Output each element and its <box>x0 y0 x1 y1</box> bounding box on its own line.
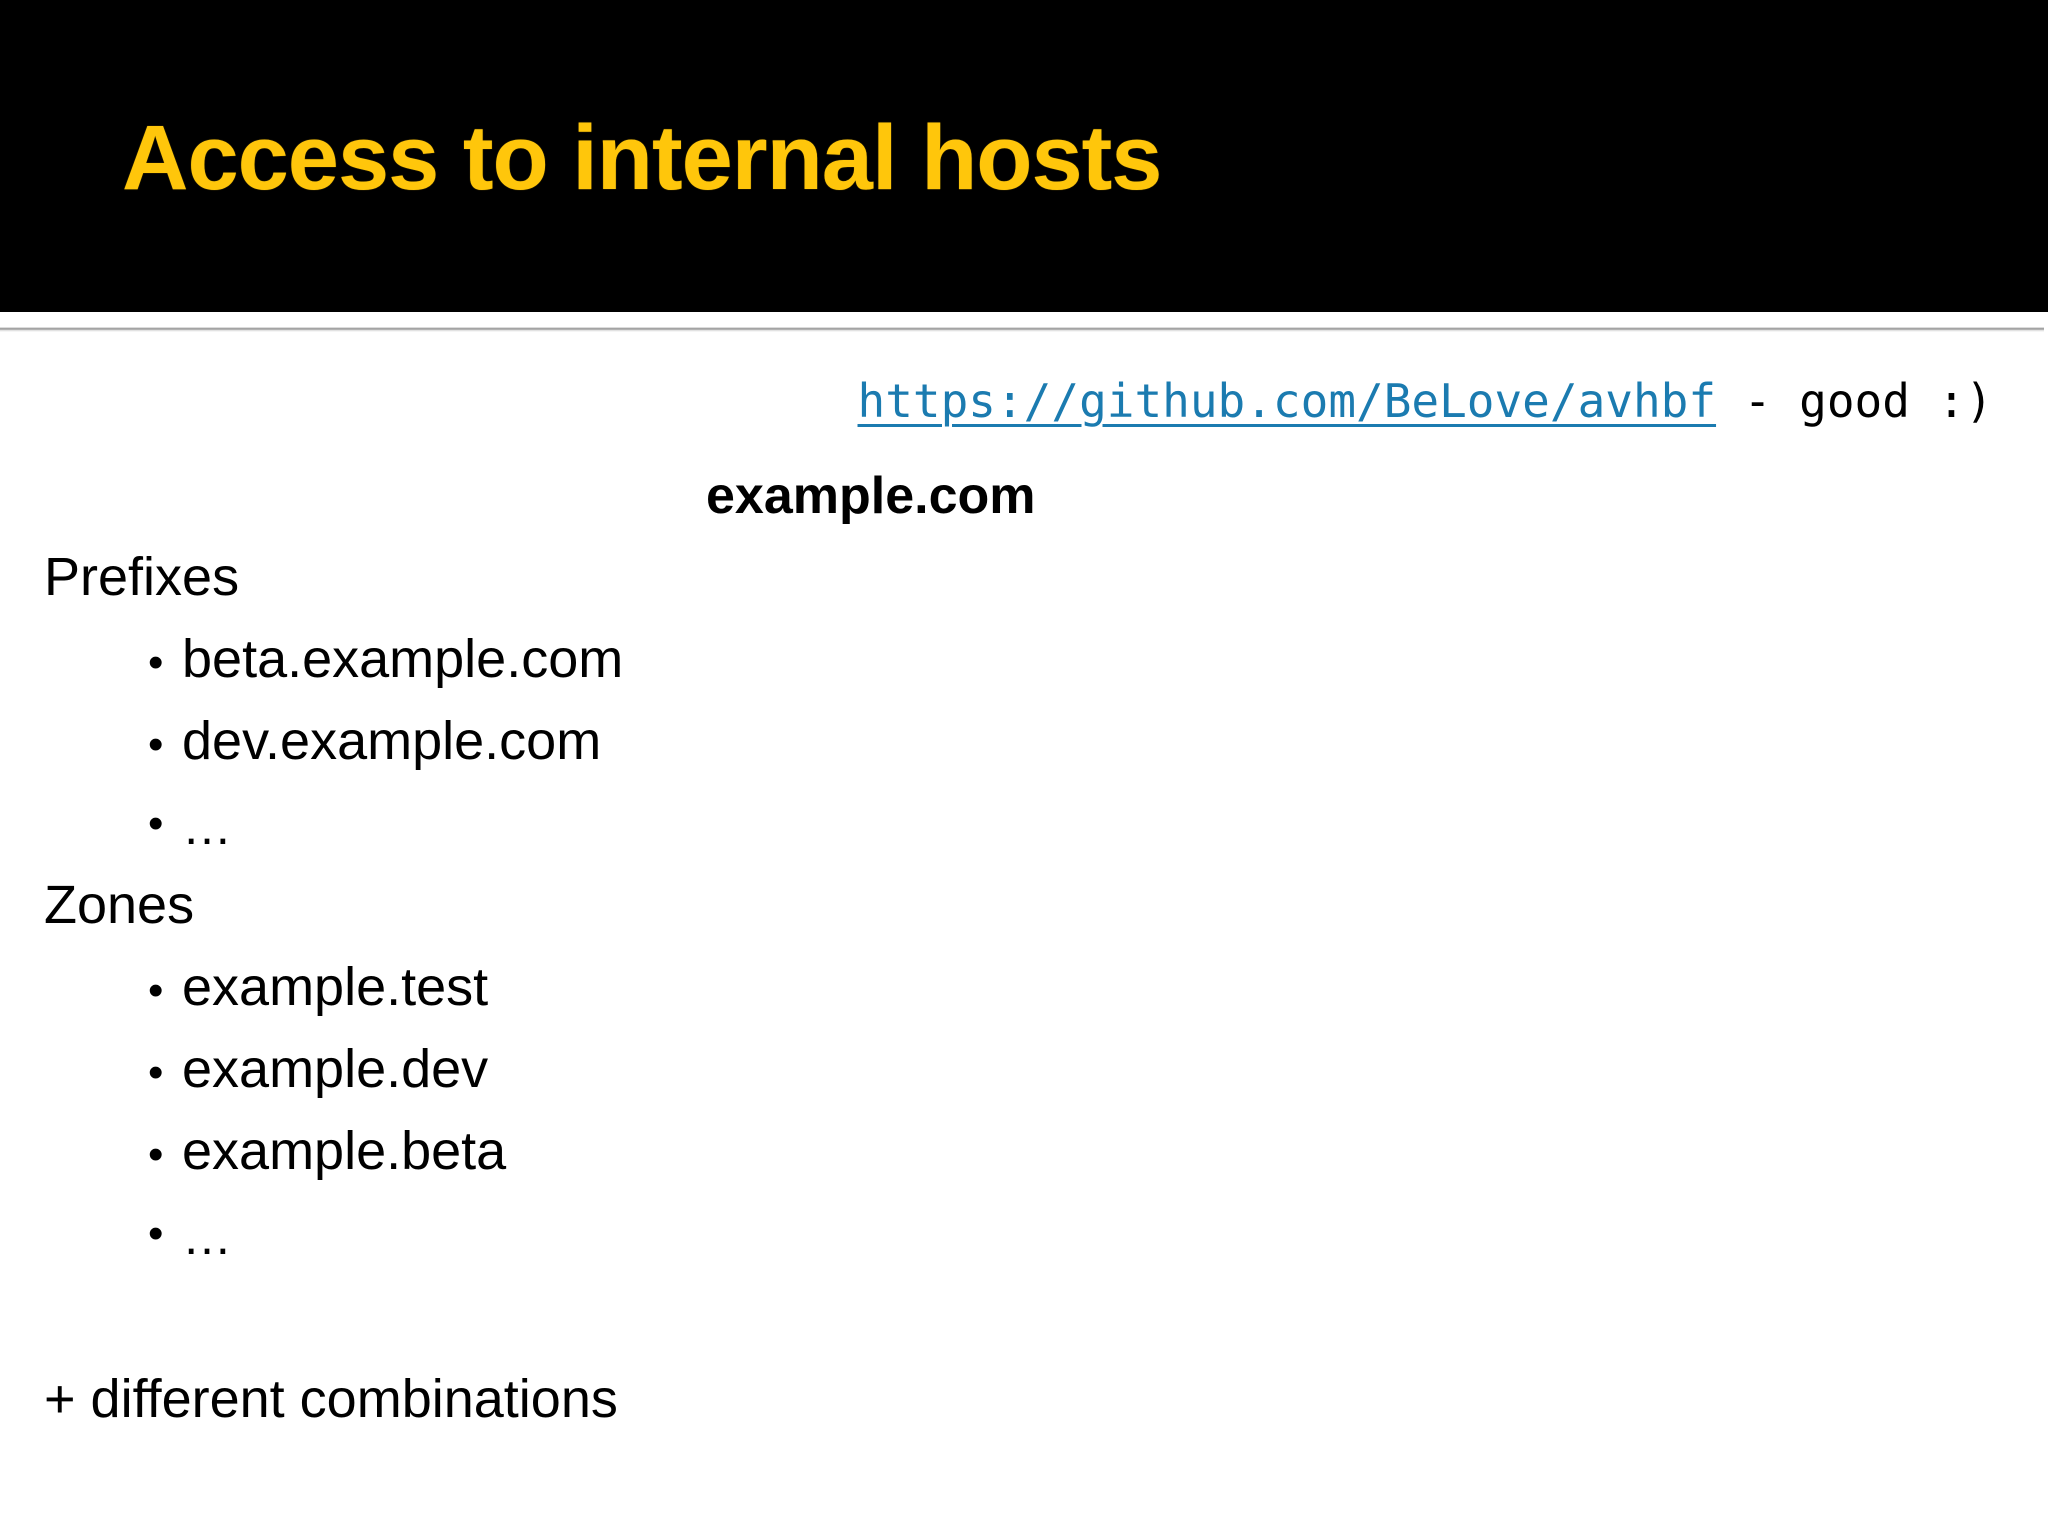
header-divider <box>0 327 2044 332</box>
list-item-label: … <box>182 1209 232 1265</box>
bullet-dot-icon: • <box>148 966 164 1015</box>
list-item: • … <box>148 796 623 878</box>
bullet-dot-icon: • <box>148 1048 164 1097</box>
reference-suffix-text: - good :) <box>1716 374 1993 428</box>
list-item: • dev.example.com <box>148 714 623 796</box>
list-item-label: example.beta <box>182 1121 507 1181</box>
example-domain-heading: example.com <box>706 467 1036 525</box>
slide-body: https://github.com/BeLove/avhbf - good :… <box>0 332 2048 1536</box>
list-item-label: example.dev <box>182 1039 489 1099</box>
bullet-list-zones: • example.test • example.dev • example.b… <box>148 960 506 1288</box>
list-item-label: example.test <box>182 957 489 1017</box>
bullet-list-prefixes: • beta.example.com • dev.example.com • … <box>148 632 623 878</box>
list-item-label: beta.example.com <box>182 629 624 689</box>
list-item: • … <box>148 1206 506 1288</box>
page-title: Access to internal hosts <box>122 107 1162 209</box>
bullet-dot-icon: • <box>148 638 164 687</box>
list-item-label: … <box>182 799 232 855</box>
slide-header-band: Access to internal hosts <box>0 0 2048 312</box>
footer-note: + different combinations <box>44 1369 618 1429</box>
list-item: • example.beta <box>148 1124 506 1206</box>
list-item: • example.test <box>148 960 506 1042</box>
reference-line: https://github.com/BeLove/avhbf - good :… <box>858 378 1993 424</box>
github-repo-link[interactable]: https://github.com/BeLove/avhbf <box>857 374 1717 428</box>
list-item: • beta.example.com <box>148 632 623 714</box>
list-item-label: dev.example.com <box>182 711 602 771</box>
bullet-dot-icon: • <box>148 720 164 769</box>
section-heading-zones: Zones <box>44 875 195 935</box>
bullet-dot-icon: • <box>148 799 164 848</box>
bullet-dot-icon: • <box>148 1130 164 1179</box>
bullet-dot-icon: • <box>148 1209 164 1258</box>
section-heading-prefixes: Prefixes <box>44 547 240 607</box>
list-item: • example.dev <box>148 1042 506 1124</box>
